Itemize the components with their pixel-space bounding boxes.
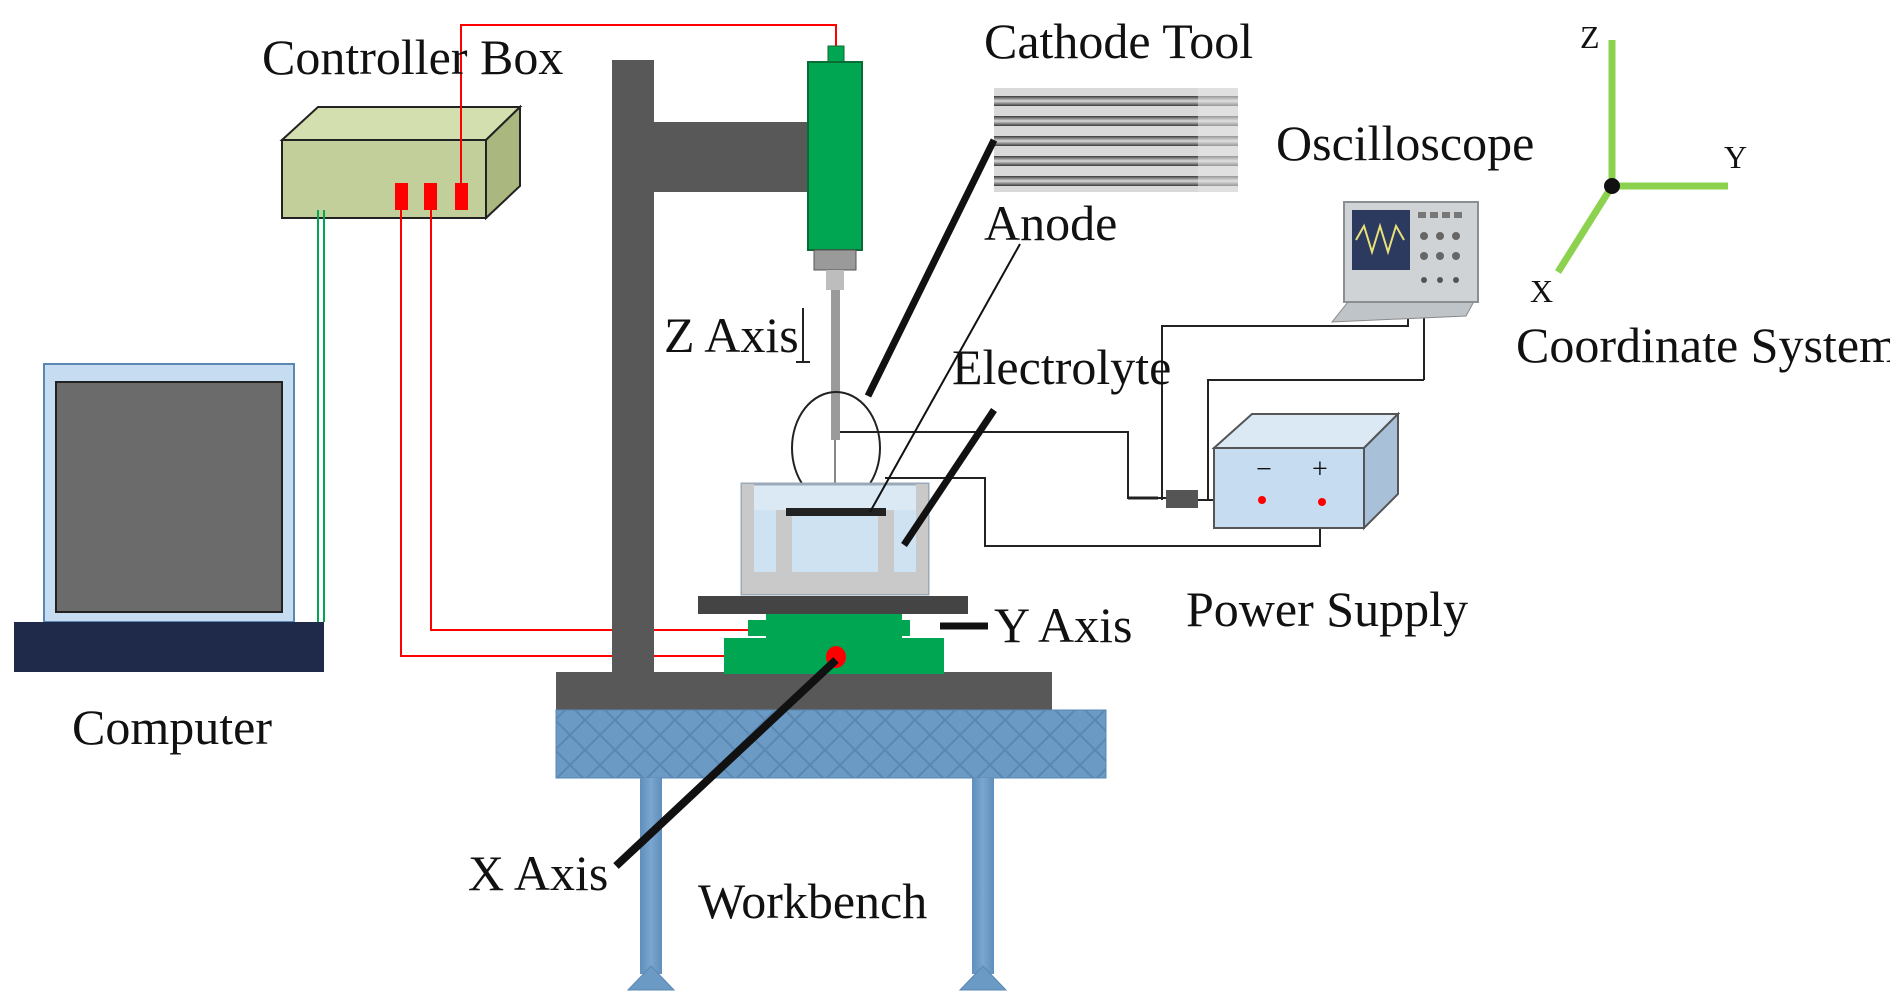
y-axis-stage xyxy=(766,614,902,638)
resistor xyxy=(1166,490,1198,508)
machine-arm xyxy=(654,122,808,192)
work-plate xyxy=(698,596,968,614)
power-supply-label: Power Supply xyxy=(1186,581,1468,637)
y-axis-label: Y Axis xyxy=(994,597,1132,653)
x-axis-label: X Axis xyxy=(468,845,608,901)
cathode-tool-image xyxy=(994,88,1238,192)
computer-base xyxy=(14,622,324,672)
plus-terminal xyxy=(1318,498,1326,506)
minus-terminal-label: − xyxy=(1256,454,1272,485)
oscilloscope xyxy=(1330,201,1479,323)
controller-box-label: Controller Box xyxy=(262,29,563,85)
anode-leader xyxy=(869,243,1021,513)
z-axis-label: Z Axis xyxy=(664,307,799,363)
machine-frame xyxy=(556,60,1052,710)
workbench-leg-left xyxy=(640,778,662,974)
oscilloscope-label: Oscilloscope xyxy=(1276,115,1534,171)
controller-port-3 xyxy=(455,183,468,210)
workbench-leg-right xyxy=(972,778,994,974)
x-axis-leader xyxy=(613,657,839,869)
power-supply: − + xyxy=(1166,411,1401,531)
wire-controller-to-x-stage xyxy=(400,210,726,657)
electrolyte-label: Electrolyte xyxy=(952,339,1171,395)
coord-x-label: X xyxy=(1530,273,1553,309)
anode-label: Anode xyxy=(984,195,1117,251)
z-axis-indicator xyxy=(796,308,810,363)
oscilloscope-screen xyxy=(1352,210,1410,270)
cathode-tool-leader xyxy=(864,138,998,398)
coordinate-system-label: Coordinate System xyxy=(1516,317,1890,373)
workbench xyxy=(555,709,1107,991)
minus-terminal xyxy=(1258,496,1266,504)
probe-wire-2 xyxy=(1207,379,1424,500)
controller-port-2 xyxy=(424,183,437,210)
cathode-electrode xyxy=(831,290,840,440)
wire-controller-to-spindle xyxy=(460,24,837,183)
electrolyte-tank xyxy=(740,482,930,596)
monitor-screen xyxy=(55,381,283,613)
coord-y-label: Y xyxy=(1724,139,1747,175)
plus-terminal-label: + xyxy=(1312,454,1328,485)
machine-column xyxy=(612,60,654,680)
computer xyxy=(14,363,324,672)
electrolyte-leader xyxy=(901,408,997,547)
leader-lines xyxy=(613,138,1021,869)
spindle-body xyxy=(807,61,863,251)
coordinate-origin xyxy=(1604,178,1620,194)
workpiece-anode xyxy=(786,508,886,516)
spindle-collet xyxy=(813,249,857,271)
computer-label: Computer xyxy=(72,699,272,755)
workbench-label: Workbench xyxy=(698,873,927,929)
worktable xyxy=(698,596,968,674)
cathode-tool-label: Cathode Tool xyxy=(984,13,1253,69)
controller-port-1 xyxy=(395,183,408,210)
coord-z-label: Z xyxy=(1580,19,1600,55)
coordinate-system xyxy=(1555,40,1728,274)
spindle-head xyxy=(807,45,863,500)
controller-box xyxy=(279,104,523,221)
wire-controller-to-y-stage xyxy=(430,210,762,631)
